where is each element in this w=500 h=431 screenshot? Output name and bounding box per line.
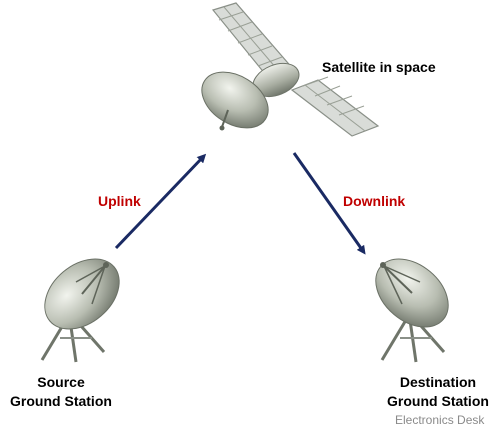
satellite-icon	[201, 2, 380, 137]
watermark: Electronics Desk	[395, 413, 485, 427]
satellite-label: Satellite in space	[322, 59, 436, 75]
destination-station-label: Destination Ground Station	[376, 373, 500, 411]
source-station-label-line1: Source	[37, 374, 85, 390]
downlink-arrow	[292, 152, 366, 255]
destination-station-label-line1: Destination	[399, 374, 477, 390]
downlink-label: Downlink	[343, 193, 406, 209]
destination-station-dish-icon	[375, 258, 449, 363]
source-station-label-line2: Ground Station	[10, 393, 112, 409]
destination-station-label-line2: Ground Station	[387, 393, 489, 409]
uplink-label: Uplink	[98, 193, 141, 209]
source-station-dish-icon	[40, 258, 120, 363]
uplink-arrow	[114, 153, 207, 250]
source-station-label: Source Ground Station	[0, 373, 122, 411]
